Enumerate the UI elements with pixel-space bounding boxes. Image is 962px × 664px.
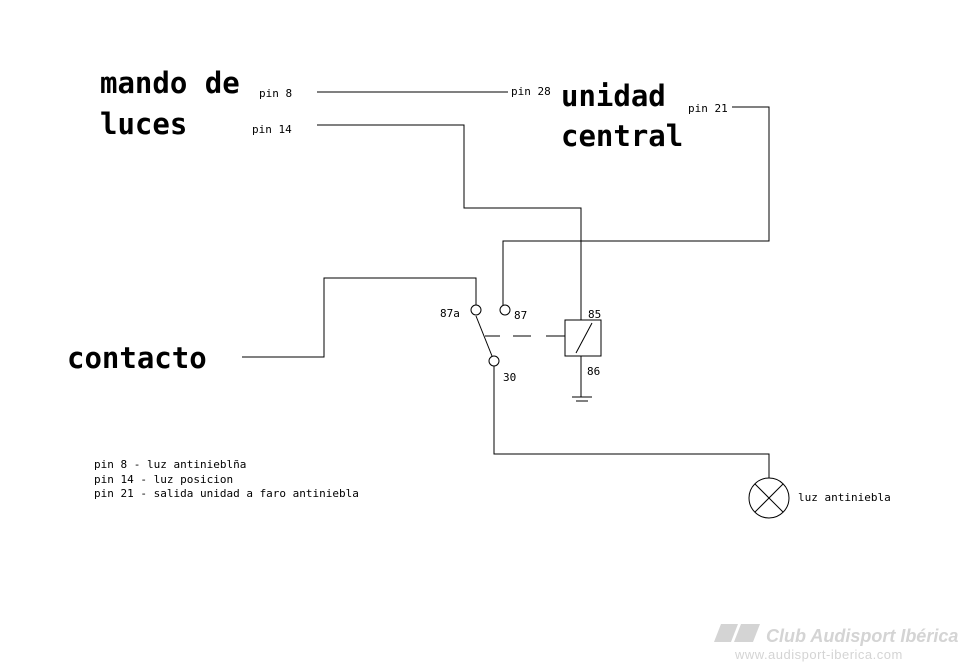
wires	[242, 91, 770, 478]
pin21-label: pin 21	[688, 102, 728, 115]
lamp-icon	[748, 477, 790, 519]
terminal-30-label: 30	[503, 371, 516, 384]
terminal-86-label: 86	[587, 365, 600, 378]
pin8-label: pin 8	[259, 87, 292, 100]
pin-legend: pin 8 - luz antinieblña pin 14 - luz pos…	[94, 458, 359, 500]
legend-line-pin21: pin 21 - salida unidad a faro antiniebla	[94, 487, 359, 500]
pin28-label: pin 28	[511, 85, 551, 98]
lamp-label: luz antiniebla	[798, 491, 891, 504]
wire-contacto-to-87a	[242, 277, 477, 358]
terminal-87-circle-icon	[499, 304, 511, 316]
relay: 87a 87 85 86 30	[440, 304, 602, 384]
legend-line-pin8: pin 8 - luz antinieblña	[94, 458, 246, 471]
watermark-logo-icon	[714, 624, 738, 642]
terminal-87a-circle-icon	[470, 304, 482, 316]
ground-icon	[572, 396, 592, 402]
wire-pin21-to-87	[502, 106, 770, 305]
wire-pin14-to-85	[317, 124, 582, 320]
wire-30-to-lamp	[493, 366, 770, 478]
terminal-87-label: 87	[514, 309, 527, 322]
watermark: Club Audisport Ibérica www.audisport-ibe…	[714, 624, 958, 662]
relay-coil-box-icon	[564, 319, 602, 357]
contacto-title: contacto	[67, 341, 207, 375]
unidad-central-title-line1: unidad	[561, 79, 666, 113]
pin14-label: pin 14	[252, 123, 292, 136]
mando-de-luces-title-line2: luces	[100, 107, 187, 141]
terminal-85-label: 85	[588, 308, 601, 321]
terminal-87a-label: 87a	[440, 307, 460, 320]
watermark-brand: Club Audisport Ibérica	[766, 626, 958, 646]
watermark-url: www.audisport-iberica.com	[734, 647, 903, 662]
unidad-central-title-line2: central	[561, 119, 683, 153]
switch-lever-icon	[475, 315, 493, 357]
mando-de-luces-title-line1: mando de	[100, 66, 240, 100]
terminal-30-circle-icon	[488, 355, 500, 367]
legend-line-pin14: pin 14 - luz posicion	[94, 473, 233, 486]
relay-coil-slash-icon	[575, 322, 593, 354]
